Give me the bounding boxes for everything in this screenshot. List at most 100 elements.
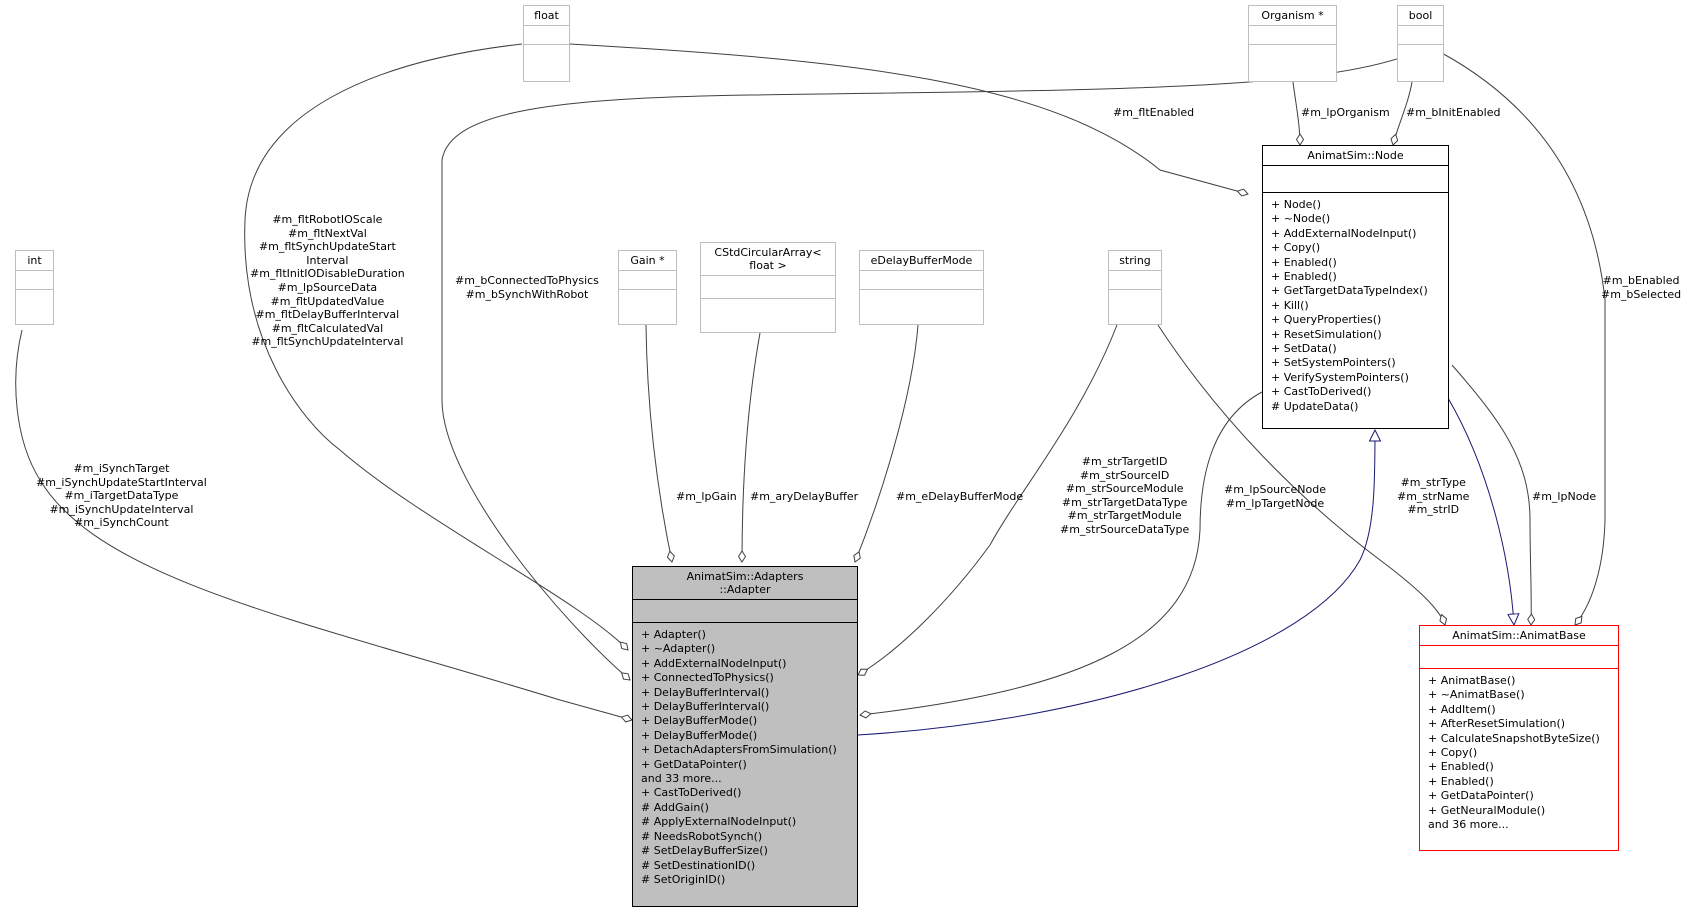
edge-label-line: #m_lpTargetNode bbox=[1225, 496, 1325, 510]
member-item: + SetSystemPointers() bbox=[1271, 356, 1396, 370]
edge-label-line: #m_lpOrganism bbox=[1301, 106, 1390, 119]
class-title: CStdCircularArray< float > bbox=[714, 246, 822, 272]
edge-label-int-members: #m_iSynchTarget#m_iSynchUpdateStartInter… bbox=[36, 462, 207, 530]
edge-label-line: #m_iTargetDataType bbox=[64, 489, 179, 503]
class-box-node[interactable]: AnimatSim::Node + Node()+ ~Node()+ AddEx… bbox=[1262, 145, 1449, 429]
class-title: eDelayBufferMode bbox=[870, 254, 973, 267]
edge-label-float-members: #m_fltRobotIOScale#m_fltNextVal#m_fltSyn… bbox=[250, 213, 405, 349]
member-item: + GetDataPointer() bbox=[641, 757, 747, 771]
member-list: + Node()+ ~Node()+ AddExternalNodeInput(… bbox=[1263, 193, 1448, 417]
edge-gain-adapter bbox=[645, 324, 672, 562]
member-item: + Enabled() bbox=[1271, 255, 1337, 269]
class-box-gain[interactable]: Gain * bbox=[618, 250, 677, 325]
edge-label-line: #m_eDelayBufferMode bbox=[896, 490, 1024, 503]
member-item: # UpdateData() bbox=[1271, 399, 1359, 413]
member-item: + ResetSimulation() bbox=[1271, 327, 1382, 341]
edge-label-str-adapter: #m_strTargetID#m_strSourceID #m_strSource… bbox=[1060, 455, 1189, 537]
edge-string-base bbox=[1157, 324, 1445, 625]
edge-label-lp-organism: #m_lpOrganism bbox=[1301, 106, 1390, 120]
edge-label-line: #m_fltUpdatedValue bbox=[270, 294, 385, 308]
class-box-edelaybuffermode[interactable]: eDelayBufferMode bbox=[859, 250, 984, 325]
edge-label-line: #m_lpSourceData bbox=[277, 280, 378, 294]
member-item: + GetDataPointer() bbox=[1428, 789, 1534, 803]
edge-bool-base bbox=[1439, 51, 1606, 625]
edge-label-line: #m_strSourceDataType bbox=[1060, 522, 1190, 536]
class-title: int bbox=[27, 254, 42, 267]
edge-label-line: #m_bSynchWithRobot bbox=[465, 287, 589, 301]
edge-label-line: #m_strName bbox=[1397, 489, 1470, 503]
member-item: # SetDestinationID() bbox=[641, 858, 756, 872]
edge-label-flt-enabled: #m_fltEnabled bbox=[1113, 106, 1194, 120]
edge-label-bool-base: #m_bEnabled#m_bSelected bbox=[1601, 274, 1681, 301]
edge-label-line: #m_fltSynchUpdateStart bbox=[258, 240, 396, 254]
class-title: AnimatSim::AnimatBase bbox=[1452, 629, 1586, 642]
class-box-adapter[interactable]: AnimatSim::Adapters ::Adapter + Adapter(… bbox=[632, 566, 858, 907]
edge-edelay-adapter bbox=[855, 324, 919, 562]
edge-float-node bbox=[569, 43, 1248, 194]
member-item: # SetOriginID() bbox=[641, 872, 726, 886]
member-list: + Adapter()+ ~Adapter()+ AddExternalNode… bbox=[633, 623, 857, 890]
member-item: + ~Node() bbox=[1271, 212, 1331, 226]
edge-label-line: #m_fltRobotIOScale bbox=[272, 213, 383, 226]
member-item: + CastToDerived() bbox=[1271, 385, 1372, 399]
member-item: + CalculateSnapshotByteSize() bbox=[1428, 731, 1600, 745]
edge-label-line: #m_fltInitIODisableDuration bbox=[250, 267, 405, 281]
edge-label-ary-delay-buffer: #m_aryDelayBuffer bbox=[750, 490, 858, 504]
member-list: + AnimatBase()+ ~AnimatBase()+ AddItem()… bbox=[1420, 669, 1618, 835]
member-item: + CastToDerived() bbox=[641, 786, 742, 800]
member-item: + Enabled() bbox=[1271, 270, 1337, 284]
edge-label-line: #m_lpNode bbox=[1532, 490, 1597, 503]
member-item: + GetTargetDataTypeIndex() bbox=[1271, 284, 1428, 298]
class-box-string[interactable]: string bbox=[1108, 250, 1162, 325]
edge-circular-adapter bbox=[742, 332, 761, 562]
edge-bool-adapter bbox=[441, 57, 1401, 680]
edge-organism-node bbox=[1292, 81, 1300, 145]
edge-label-line: #m_bSelected bbox=[1601, 287, 1682, 301]
edge-node-inherits-base bbox=[1447, 397, 1514, 625]
edge-bool-node bbox=[1393, 81, 1413, 145]
edge-label-line: #m_strTargetID bbox=[1081, 455, 1168, 468]
class-box-float[interactable]: float bbox=[523, 5, 570, 82]
member-item: # SetDelayBufferSize() bbox=[641, 844, 768, 858]
member-item: + DetachAdaptersFromSimulation() bbox=[641, 743, 837, 757]
member-item: + AddItem() bbox=[1428, 702, 1496, 716]
member-item: + DelayBufferMode() bbox=[641, 714, 758, 728]
member-item: + ConnectedToPhysics() bbox=[641, 671, 774, 685]
class-box-bool[interactable]: bool bbox=[1397, 5, 1444, 82]
edge-label-e-delay-buffer-mode: #m_eDelayBufferMode bbox=[896, 490, 1023, 504]
member-item: + SetData() bbox=[1271, 342, 1337, 356]
edge-label-line: #m_iSynchUpdateInterval bbox=[49, 502, 194, 516]
member-item: + DelayBufferInterval() bbox=[641, 700, 770, 714]
edge-label-line: Interval bbox=[306, 253, 349, 267]
edge-label-line: #m_strSourceID bbox=[1079, 468, 1170, 482]
member-item: # AddGain() bbox=[641, 800, 709, 814]
edge-label-b-init-enabled: #m_bInitEnabled bbox=[1406, 106, 1500, 120]
member-item: + Copy() bbox=[1428, 746, 1478, 760]
class-title: AnimatSim::Node bbox=[1307, 149, 1404, 162]
class-box-circular-array[interactable]: CStdCircularArray< float > bbox=[700, 242, 836, 333]
edge-label-line: #m_iSynchTarget bbox=[73, 462, 170, 475]
class-box-organism[interactable]: Organism * bbox=[1248, 5, 1337, 82]
edge-label-line: #m_strID bbox=[1407, 503, 1460, 517]
class-box-int[interactable]: int bbox=[15, 250, 54, 325]
edge-label-line: #m_fltDelayBufferInterval bbox=[255, 308, 400, 322]
member-item: + Kill() bbox=[1271, 298, 1309, 312]
edge-label-line: #m_fltSynchUpdateInterval bbox=[251, 335, 404, 349]
member-item: + AnimatBase() bbox=[1428, 674, 1516, 687]
edge-label-lp-nodes: #m_lpSourceNode#m_lpTargetNode bbox=[1224, 483, 1326, 510]
member-item: + GetNeuralModule() bbox=[1428, 803, 1546, 817]
edge-label-line: #m_strTargetDataType bbox=[1061, 495, 1188, 509]
member-item: + Enabled() bbox=[1428, 774, 1494, 788]
member-item: + AddExternalNodeInput() bbox=[1271, 226, 1417, 240]
class-box-animatbase[interactable]: AnimatSim::AnimatBase + AnimatBase()+ ~A… bbox=[1419, 625, 1619, 851]
class-title: bool bbox=[1408, 9, 1433, 22]
edge-label-line: #m_bEnabled bbox=[1602, 274, 1680, 287]
class-title: Organism * bbox=[1261, 9, 1324, 22]
edge-label-lp-node: #m_lpNode bbox=[1532, 490, 1596, 504]
edge-label-line: #m_lpSourceNode bbox=[1224, 483, 1326, 496]
edge-label-lp-gain: #m_lpGain bbox=[676, 490, 737, 504]
edge-label-line: #m_iSynchCount bbox=[74, 516, 169, 530]
edge-label-str-base: #m_strType#m_strName#m_strID bbox=[1397, 476, 1469, 517]
edge-label-line: #m_strTargetModule bbox=[1067, 509, 1182, 523]
edge-label-line: #m_bConnectedToPhysics bbox=[455, 274, 599, 287]
